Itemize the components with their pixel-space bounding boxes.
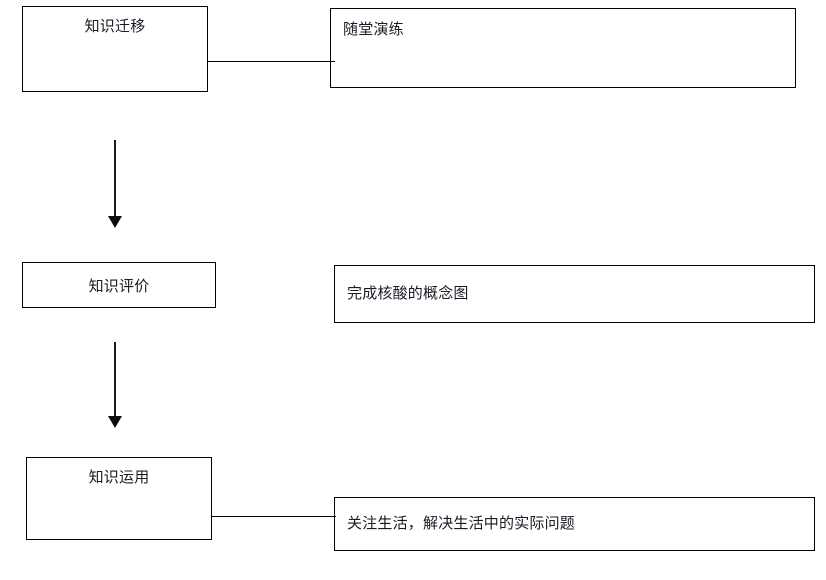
node-knowledge-application[interactable]: 知识运用 (26, 457, 212, 540)
node-in-class-practice[interactable]: 随堂演练 (330, 8, 796, 88)
arrow-down-evaluation-to-application (108, 342, 122, 428)
node-knowledge-application-label: 知识运用 (88, 468, 150, 486)
arrow-head-icon (108, 416, 122, 428)
node-in-class-practice-label: 随堂演练 (343, 20, 404, 38)
node-nucleic-acid-concept-map-label: 完成核酸的概念图 (347, 284, 469, 302)
arrow-down-transfer-to-evaluation (108, 140, 122, 228)
connector-transfer-to-practice (207, 61, 335, 62)
node-knowledge-transfer[interactable]: 知识迁移 (22, 6, 208, 92)
node-nucleic-acid-concept-map[interactable]: 完成核酸的概念图 (334, 265, 815, 323)
node-knowledge-transfer-label: 知识迁移 (84, 17, 146, 35)
node-knowledge-evaluation[interactable]: 知识评价 (22, 262, 216, 308)
node-real-life-problems[interactable]: 关注生活，解决生活中的实际问题 (334, 497, 815, 551)
arrow-shaft (114, 140, 116, 217)
connector-application-to-real-problems (211, 516, 336, 517)
node-knowledge-evaluation-label: 知识评价 (88, 277, 150, 295)
arrow-head-icon (108, 216, 122, 228)
node-real-life-problems-label: 关注生活，解决生活中的实际问题 (347, 514, 576, 532)
arrow-shaft (114, 342, 116, 417)
